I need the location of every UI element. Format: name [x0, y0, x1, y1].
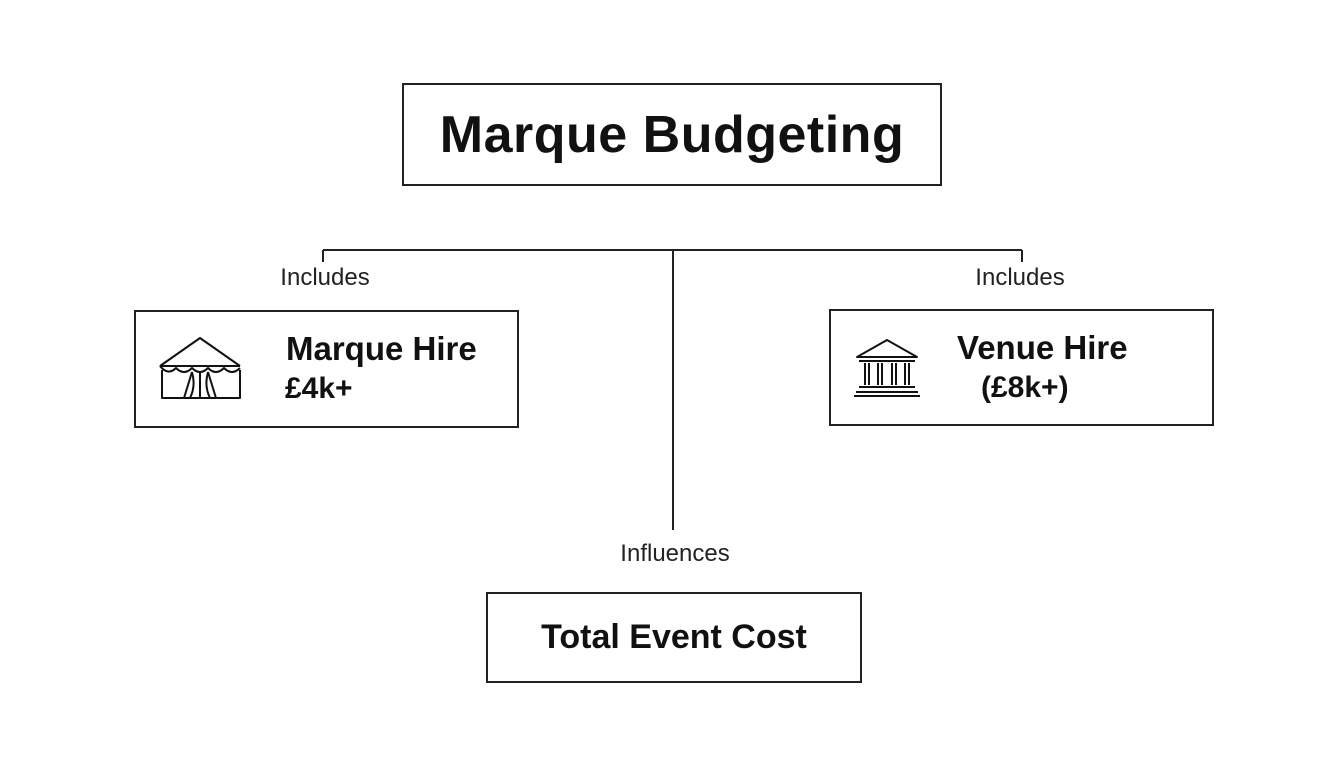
marque-hire-node: Marque Hire £4k+: [134, 310, 519, 428]
marque-hire-title: Marque Hire: [286, 330, 477, 367]
total-event-cost-node: Total Event Cost: [486, 592, 862, 683]
venue-hire-node: Venue Hire (£8k+): [829, 309, 1214, 426]
edge-label-includes-right: Includes: [975, 264, 1065, 291]
marquee-tent-icon: [159, 337, 241, 399]
venue-building-icon: [854, 339, 920, 397]
edge-label-includes-left: Includes: [280, 264, 370, 291]
marque-hire-value: £4k+: [285, 372, 353, 405]
title-node: Marque Budgeting: [402, 83, 942, 186]
total-event-cost-title: Total Event Cost: [541, 618, 807, 656]
venue-hire-title: Venue Hire: [957, 329, 1128, 366]
venue-hire-value: (£8k+): [981, 371, 1069, 404]
diagram-title: Marque Budgeting: [439, 105, 905, 164]
edge-label-influences: Influences: [620, 540, 730, 567]
